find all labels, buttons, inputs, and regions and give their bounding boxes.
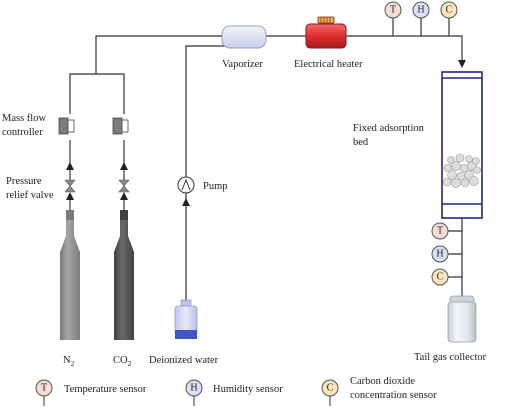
mfc-n2: [58, 117, 69, 135]
valve-n2-icon: [64, 179, 76, 193]
svg-text:T: T: [41, 383, 47, 394]
legend-co2-label-line2: concentration sensor: [350, 390, 437, 401]
co2-sensor-top: [440, 1, 458, 19]
humidity-sensor-outlet-letter: H: [436, 249, 443, 260]
vaporizer-label: Vaporizer: [222, 59, 263, 70]
legend-co2: C Carbon dioxide concentration sensor: [321, 376, 437, 406]
temperature-sensor-outlet: [431, 222, 449, 240]
vaporizer: Vaporizer: [221, 25, 267, 70]
humidity-sensor-top: [412, 1, 430, 19]
arrow-co2-up: [120, 162, 128, 170]
legend-humidity: H Humidity sensor: [185, 379, 283, 406]
mfc-co2: [112, 117, 123, 135]
svg-text:H: H: [190, 383, 197, 394]
top-sensors: T H C: [384, 1, 458, 19]
pipe-top-sensor-stubs: [392, 18, 450, 36]
temperature-sensor-top-letter: T: [390, 5, 396, 16]
arrow-n2-up: [66, 162, 74, 170]
arrow-n2-valve: [66, 192, 74, 200]
vaporizer-body: [221, 25, 267, 49]
bed-label-line2: bed: [353, 137, 369, 148]
collector-label: Tail gas collector: [414, 352, 487, 363]
mass-flow-controllers: Mass flow controller: [2, 113, 129, 138]
n2-cylinder: N2: [60, 210, 80, 368]
temperature-sensor-outlet-letter: T: [437, 226, 443, 237]
arrow-co2-valve: [120, 192, 128, 200]
pump: Pump: [177, 176, 228, 194]
outlet-sensors: T H C: [431, 222, 449, 286]
pipe-water-to-vaporizer: [185, 45, 225, 300]
legend: T Temperature sensor H Humidity sensor C…: [35, 376, 437, 406]
pressure-relief-valves: [64, 179, 130, 193]
valve-co2-icon: [118, 179, 130, 193]
legend-co2-label: Carbon dioxide: [350, 376, 415, 387]
legend-humidity-label: Humidity sensor: [213, 384, 283, 395]
bed-column: [441, 71, 483, 219]
co2-cylinder: CO2: [113, 210, 134, 368]
prv-label: Pressure: [6, 176, 42, 187]
heater-body: [305, 23, 347, 49]
pipe-heater-to-bed: [346, 35, 466, 68]
water-bottle-cap: [180, 299, 192, 307]
flow-arrows: [66, 162, 190, 206]
legend-temperature-label: Temperature sensor: [64, 384, 147, 395]
electrical-heater: Electrical heater: [294, 16, 363, 70]
mfc-label-line2: controller: [2, 127, 43, 138]
water-bottle-base: [175, 330, 197, 339]
co2-sensor-outlet: [431, 268, 449, 286]
co2-cylinder-valve: [120, 210, 128, 220]
fixed-adsorption-bed: Fixed adsorption bed: [353, 71, 483, 219]
collector-body: [447, 301, 477, 343]
pipe-gas-manifold: [69, 73, 125, 114]
co2-sensor-outlet-letter: C: [437, 272, 444, 283]
temperature-sensor-top: [384, 1, 402, 19]
n2-cylinder-body: [60, 220, 80, 340]
arrow-water-up: [182, 198, 190, 206]
co2-cylinder-body: [114, 220, 134, 340]
humidity-sensor-top-letter: H: [417, 5, 424, 16]
water-bottle: Deionized water: [149, 299, 219, 366]
humidity-sensor-outlet: [431, 245, 449, 263]
bed-label: Fixed adsorption: [353, 123, 425, 134]
prv-label-line2: relief valve: [6, 190, 54, 201]
tail-gas-collector: Tail gas collector: [414, 295, 487, 363]
mfc-label: Mass flow: [2, 113, 46, 124]
n2-cylinder-valve: [66, 210, 74, 220]
svg-text:C: C: [327, 383, 334, 394]
pipe-network: [69, 18, 466, 300]
heater-coil-icon: [317, 16, 335, 24]
co2-sensor-top-letter: C: [446, 5, 453, 16]
pipe-sensor-stubs: [448, 230, 462, 278]
pipe-main-top: [95, 35, 224, 74]
legend-temperature: T Temperature sensor: [35, 379, 147, 406]
adsorbent-particles: [442, 153, 481, 188]
n2-label: N2: [63, 355, 75, 368]
water-label: Deionized water: [149, 355, 219, 366]
heater-label: Electrical heater: [294, 59, 363, 70]
pump-label: Pump: [203, 181, 228, 192]
co2-label: CO2: [113, 355, 132, 368]
